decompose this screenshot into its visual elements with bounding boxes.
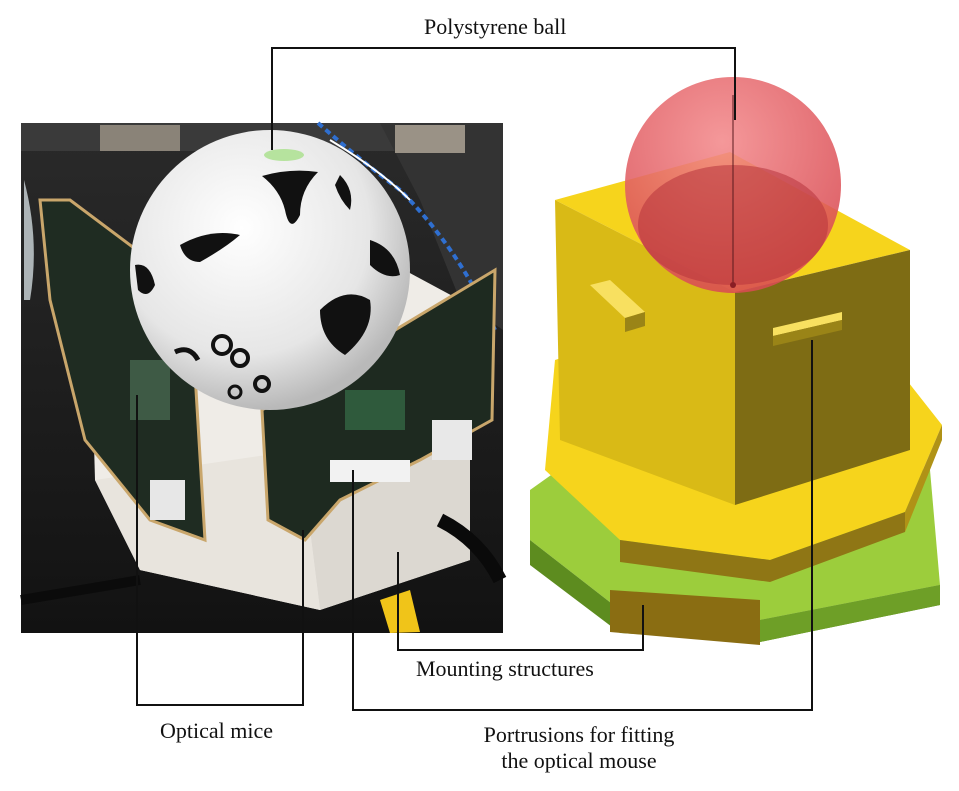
photo-pcb-connector	[150, 480, 185, 520]
cad-yellow-plate-side	[620, 512, 905, 582]
photo-rod	[20, 575, 141, 605]
photo-ball-mark	[135, 264, 155, 294]
photo-yellow-piece	[380, 590, 420, 633]
photo-ball-mark	[262, 170, 318, 224]
cad-sphere-contact	[730, 282, 736, 288]
photo-bracket	[395, 125, 465, 153]
leader-mice	[136, 395, 304, 706]
photo-panel	[20, 121, 507, 633]
cad-panel	[530, 77, 942, 645]
leader-ball	[271, 47, 736, 150]
leader-protrusion	[352, 340, 813, 711]
leader-lines	[136, 47, 813, 711]
cad-protrusion-left-side	[625, 312, 645, 332]
photo-ball-mark	[230, 348, 250, 368]
label-optical-mice: Optical mice	[160, 718, 274, 743]
photo-bracket	[100, 125, 180, 151]
photo-ball-mark	[180, 232, 240, 262]
photo-ball	[130, 130, 410, 410]
cad-protrusion-left	[590, 280, 645, 318]
label-protrusions-line2: the optical mouse	[501, 748, 657, 774]
photo-pcb-chip	[345, 390, 405, 430]
photo-tube	[24, 180, 34, 300]
label-protrusions: Portrusions for fitting the optical mous…	[456, 722, 702, 775]
photo-pcb-connector	[432, 420, 472, 460]
photo-ball-mark	[173, 347, 201, 362]
photo-ball-mark	[335, 175, 352, 210]
photo-ball-mark	[211, 334, 233, 356]
photo-ball-mark	[227, 384, 243, 400]
cad-cube-right	[735, 250, 910, 505]
leader-mount	[397, 552, 644, 651]
cad-green-side-right	[760, 585, 940, 642]
cad-protrusion-right	[773, 312, 842, 336]
label-protrusions-line1: Portrusions for fitting	[483, 722, 675, 747]
label-polystyrene-ball: Polystyrene ball	[424, 14, 567, 39]
photo-ball-mark	[253, 375, 271, 393]
cad-yellow-plate-side-right	[905, 425, 942, 532]
photo-cable-black	[436, 513, 507, 584]
label-mounting-structures: Mounting structures	[416, 656, 594, 681]
photo-cable-white	[329, 139, 411, 201]
photo-ball-mark	[370, 240, 400, 277]
photo-frame-right	[380, 123, 503, 330]
cad-green-edge-dark	[610, 590, 760, 645]
photo-ball-mark	[320, 294, 371, 355]
photo-ball-glow	[264, 149, 304, 161]
cad-protrusion-right-side	[773, 320, 842, 346]
photo-pcb-label	[330, 460, 410, 482]
